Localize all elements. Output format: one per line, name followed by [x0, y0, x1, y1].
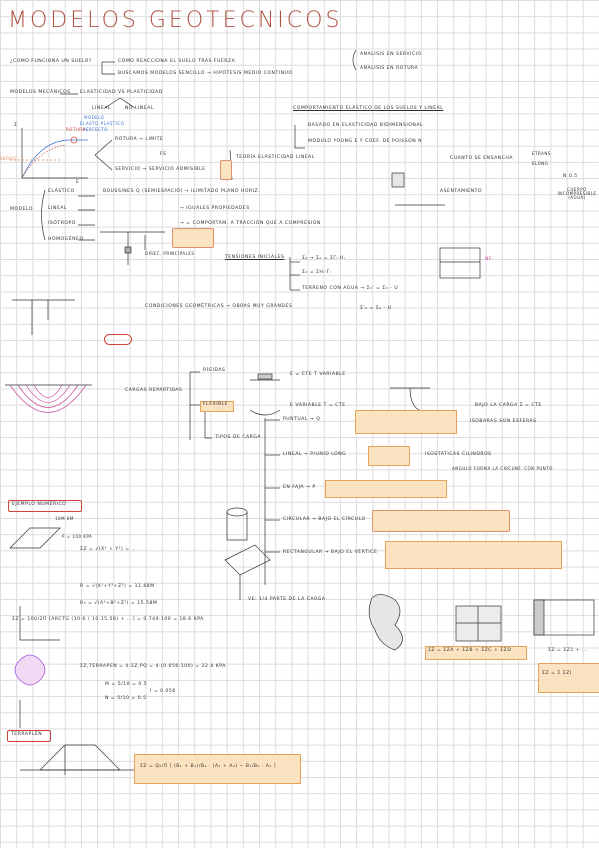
comportamiento-l2: MÓDULO YOUNG E Y COEF. DE POISSON ν [308, 139, 423, 144]
iguales-note: → IGUALES PROPIEDADES [180, 206, 250, 211]
nu-limit: ν 0.5 [563, 174, 578, 179]
servic-line-label: SERVIC [0, 156, 18, 161]
tensiones-label: TENSIONES INICIALES [225, 255, 285, 260]
isobaras-note: ISOBARAS SON ESFERAS [470, 419, 537, 424]
rigidas-label: RÍGIDAS [203, 368, 226, 373]
elastoplastic-label: ELASTO-PLASTICO [80, 121, 125, 126]
elong-label: εLONG [532, 161, 549, 166]
isotropo-item: ISÓTROPO [48, 221, 76, 226]
circular-formula-box [372, 510, 510, 532]
asentamiento-label: ASENTAMIENTO [440, 189, 483, 194]
analysis-service: ANALISIS EN SERVICIO [360, 52, 422, 57]
area-formula: σz = σzA + σzB + σzC + σzD [428, 648, 512, 653]
area-formula-box [425, 646, 527, 660]
comportamiento-head: COMPORTAMIENTO ELÁSTICO DE LOS SUELOS Y … [293, 106, 444, 111]
intro-answer-2: BUSCAMOS MODELOS SENCILLO → HIPÓTESIS ME… [118, 71, 293, 76]
ejemplo-frame [8, 500, 82, 512]
flexible-note: E VARIABLE T = CTE [290, 403, 346, 408]
nf-label: NF [485, 257, 493, 262]
lineal-item: LINEAL [48, 206, 67, 211]
terraplen-frame [7, 730, 51, 742]
tension-1: σ₀ → σ₀ = Σγᵢ·hᵢ [302, 256, 346, 261]
modelo-label: MODELO [84, 115, 105, 120]
comportamiento-l3: CUANTO SE ENSANCHA [450, 156, 514, 161]
lineal-formula-box [368, 446, 410, 466]
terreno-agua: TERRENO CON AGUA → σ₀' = σ₀ - u [302, 286, 399, 291]
ejemplo-m: m = 5/10 = 0.5 [105, 682, 148, 687]
flexible-highlight [200, 401, 234, 412]
direcciones-principales: DIREC. PRINCIPALES [145, 251, 195, 256]
flexible-label: FLEXIBLE [203, 402, 229, 407]
sigma-effective: σ'₀ = σ₀ - u [360, 306, 392, 311]
ejemplo-r1: σz = √(x² + y²) = ... [80, 547, 138, 552]
homogeneo-item: HOMOGÉNEO [48, 237, 84, 242]
ejemplo-distancias: 10m 6m [55, 516, 74, 521]
ejemplo-r3: R₃ = √(a²+b²+z²) = 15.58m [80, 601, 158, 606]
perfecto-label: PERFECTO [83, 127, 108, 132]
ejemplo-carga: P = 100 kPa [62, 534, 93, 539]
mechanical-models-label: MODELOS MECÁNICOS [10, 90, 71, 95]
faja-label: EN FAJA → P [283, 485, 316, 490]
cargas-label: CARGAS REPARTIDAS [125, 388, 183, 393]
tipos-carga: TIPOS DE CARGA [215, 435, 262, 440]
puntual-formula-box [355, 410, 457, 434]
circular-label: CIRCULAR → BAJO EL CÍRCULO [283, 517, 366, 522]
lineal-carga: LINEAL → P/UNID LONG [283, 452, 347, 457]
ejemplo-r2: R = √(x²+y²+z²) = 11.68m [80, 584, 155, 589]
sigma-axis: σ [14, 123, 18, 128]
ejemplo-n: n = 5/10 = 0.5 [105, 696, 147, 701]
ve-note: VE: 1/4 PARTE DE LA CARGA [248, 597, 326, 602]
bajo-carga: BAJO LA CARGA σ = CTE [475, 403, 542, 408]
rigid-note: E = CTE T VARIABLE [290, 372, 346, 377]
teoria-elasticidad: TEORÍA ELASTICIDAD LINEAL [236, 155, 315, 160]
analysis-rupture: ANALISIS EN ROTURA [360, 66, 419, 71]
elasticity-vs-plasticity: ELASTICIDAD VS PLASTICIDAD [80, 90, 163, 95]
rectangular-label: RECTANGULAR → BAJO EL VÉRTICE [283, 550, 378, 555]
nolineal-label: NO LINEAL [125, 106, 154, 111]
sum-box [538, 663, 599, 693]
intro-question: ¿COMO FUNCIONA UN SUELO? [10, 59, 92, 64]
epsilon-axis: ε [76, 180, 80, 185]
rotura-limite: ROTURA → LIMITE [115, 137, 164, 142]
isostaticas-note: ISOSTÁTICAS CILINDROS [425, 452, 492, 457]
lineal-label: LINEAL [92, 106, 111, 111]
incompressible-note: CUERPO INCOMPRESIBLE (AGUA) [557, 187, 597, 200]
terraplen-formula-box [134, 754, 301, 784]
etrans-label: εTRANS [532, 151, 551, 156]
faja-formula-box [325, 480, 447, 498]
terraplen-label: TERRAPLÉN [11, 732, 43, 737]
elastico-item: ELÁSTICO [48, 189, 75, 194]
bisectriz-note: ANGULO FORMA LA CIRCUNF. CON PUNTO [452, 466, 553, 471]
page-title: MODELOS GEOTECNICOS [8, 8, 343, 33]
ev-box [220, 160, 232, 180]
servicio-admisible: SERVICIO → SERVICIO ADMISIBLE [115, 167, 206, 172]
boussinesq-note: BOUSSINES Q (SEMIESPACIO) → ILIMITADO PL… [103, 189, 261, 194]
ejemplo-sobrecarga: σz,terrapen = 4·σz,pq = 4·(0.056·100) = … [80, 664, 226, 669]
tension-2: σ₀ = Σhᵢ·γᵢ [302, 270, 332, 275]
intro-answer-1: COMO REACCIONA EL SUELO TRAS FUERZA [118, 59, 236, 64]
fs-label: FS [160, 152, 167, 157]
condiciones-geometricas: CONDICIONES GEOMÉTRICAS → OBRAS MUY GRAN… [145, 304, 293, 309]
ejemplo-formula: σz = 100/2π [arctg (10·6 / 10·15.58) + .… [12, 617, 204, 622]
imp-pill [104, 334, 132, 345]
compresion-note: → = COMPORTAM. A TRACCIÓN QUE A COMPRESI… [180, 221, 321, 226]
rotura-mark: ROTURA [66, 127, 86, 132]
ejemplo-label: EJEMPLO NUMÉRICO [12, 502, 67, 507]
area-formula-2: σz = σz1 + ... [548, 648, 588, 653]
ejemplo-resultado: I = 0.056 [150, 689, 176, 694]
modelo-label-side: MODELO [10, 207, 34, 212]
sum-formula: σz = Σ σzi [542, 671, 572, 676]
comportamiento-l1: BASADO EN ELASTICIDAD BIDIMENSIONAL [308, 123, 424, 128]
terraplen-formula: σz = q₀/π [ (B₁ + B₂)/B₂ · (α₁ + α₂) − B… [140, 764, 276, 769]
puntual-label: PUNTUAL → Q [283, 417, 321, 422]
rectangular-formula-box [385, 541, 562, 569]
e-formula-box [172, 228, 214, 248]
